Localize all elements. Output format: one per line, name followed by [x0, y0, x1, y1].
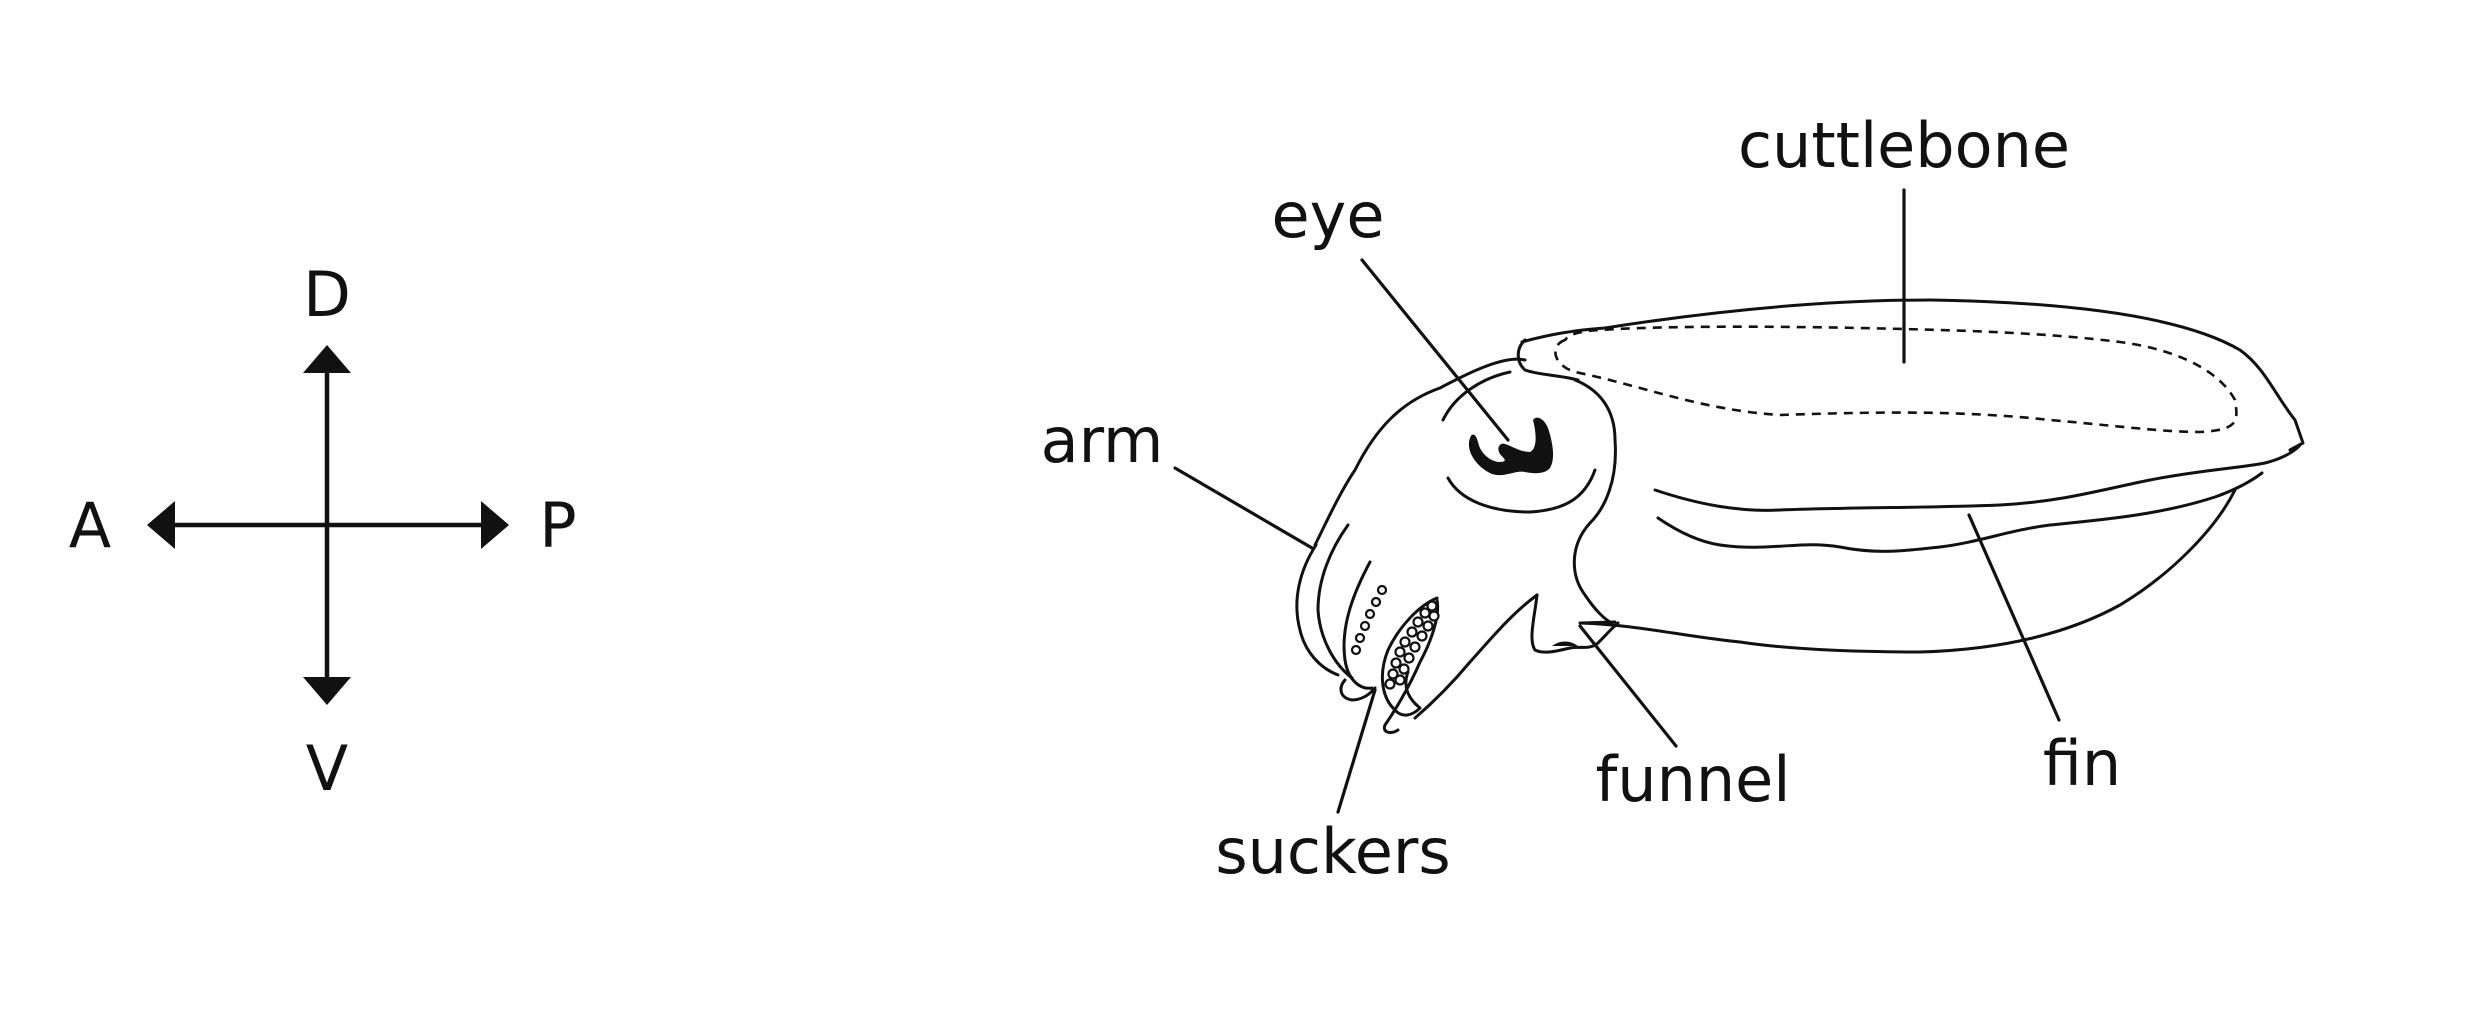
compass-arrowhead-posterior [481, 501, 509, 549]
compass-label-posterior: P [539, 489, 576, 562]
compass-arrowhead-ventral [303, 677, 351, 705]
mantle-dorsal-outline [1520, 298, 2305, 452]
label-arm: arm [1041, 404, 1164, 477]
label-funnel: funnel [1595, 743, 1790, 816]
arm-inner-1 [1316, 523, 1354, 680]
leader-lines [1173, 188, 2061, 814]
mantle-ventral-outline [1578, 488, 2237, 654]
head-knob [1516, 338, 1580, 382]
compass-label-dorsal: D [303, 258, 351, 331]
leader-arm [1173, 466, 1314, 550]
orientation-compass: D V A P [69, 258, 577, 805]
label-fin: fin [2043, 727, 2121, 800]
eye-socket-upper [1441, 370, 1512, 422]
label-cuttlebone: cuttlebone [1738, 109, 2070, 182]
neck-contour [1572, 378, 1617, 625]
funnel-outline [1530, 593, 1620, 654]
compass-label-ventral: V [306, 732, 348, 805]
arm-lower [1382, 598, 1440, 734]
leader-funnel [1578, 624, 1678, 748]
compass-arrowhead-anterior [147, 501, 175, 549]
arm-inner-2 [1342, 560, 1374, 690]
fin-edge [1653, 443, 2302, 512]
structure-labels: cuttlebone eye arm suckers funnel fin [1041, 109, 2122, 888]
cuttlebone-outline [1554, 325, 2238, 434]
arm-tip-curl [1339, 678, 1377, 702]
arm-outer [1295, 543, 1340, 677]
eye-socket-lower [1446, 468, 1597, 514]
head-outline [1313, 357, 1527, 547]
eye-pupil [1468, 417, 1554, 476]
label-eye: eye [1272, 179, 1385, 252]
head-underside [1413, 593, 1539, 720]
leader-eye [1360, 258, 1510, 442]
leader-suckers [1336, 688, 1377, 814]
suckers-cluster [1350, 584, 1440, 690]
mantle-lateral-line [1656, 471, 2264, 553]
leader-fin [1967, 513, 2061, 722]
funnel-opening [1552, 641, 1578, 646]
compass-label-anterior: A [69, 489, 111, 562]
cuttlefish-drawing [1295, 298, 2305, 734]
label-suckers: suckers [1215, 815, 1450, 888]
compass-arrowhead-dorsal [303, 345, 351, 373]
